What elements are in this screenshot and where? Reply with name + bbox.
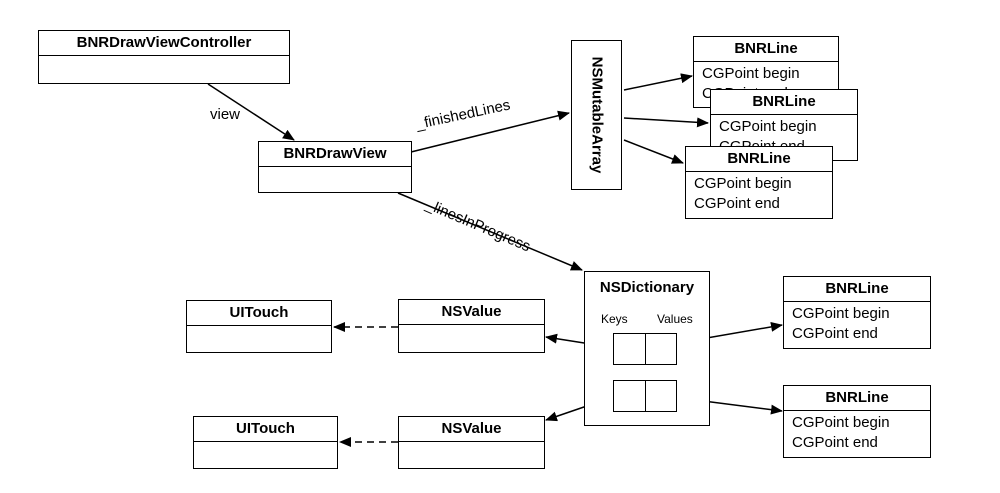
ns-value-title: NSValue xyxy=(399,300,544,325)
array-line-title: BNRLine xyxy=(686,147,832,172)
draw-view-box: BNRDrawView xyxy=(258,141,412,193)
dictionary-entry xyxy=(613,380,677,412)
ui-touch-title: UITouch xyxy=(194,417,337,442)
array-line-attr-begin: CGPoint begin xyxy=(694,175,792,192)
ns-value-box: NSValue xyxy=(398,416,545,469)
array-line-attr-begin: CGPoint begin xyxy=(719,118,817,135)
dict-line-attr-end: CGPoint end xyxy=(792,325,878,342)
view-arrow xyxy=(207,83,295,141)
array-line-attr-end: CGPoint end xyxy=(694,195,780,212)
ui-touch-title: UITouch xyxy=(187,301,331,326)
dictionary-entry xyxy=(613,333,677,365)
finished-lines-arrow xyxy=(410,110,570,153)
array-line-title: BNRLine xyxy=(711,90,857,115)
draw-view-controller-box: BNRDrawViewController xyxy=(38,30,290,84)
mutable-array-title: NSMutableArray xyxy=(588,56,605,174)
ui-touch-box: UITouch xyxy=(186,300,332,353)
draw-view-controller-title: BNRDrawViewController xyxy=(39,31,289,56)
view-edge-label: view xyxy=(210,106,241,123)
dictionary-values-label: Values xyxy=(657,312,693,326)
ns-value-title: NSValue xyxy=(399,417,544,442)
dict-line-title: BNRLine xyxy=(784,386,930,411)
dictionary-keys-label: Keys xyxy=(601,312,628,326)
dictionary-title: NSDictionary xyxy=(599,279,695,296)
array-line-arrow-1 xyxy=(623,73,693,91)
array-line-title: BNRLine xyxy=(694,37,838,62)
array-line-attr-begin: CGPoint begin xyxy=(702,65,800,82)
lines-in-progress-arrow xyxy=(397,192,583,271)
dict-line-attr-begin: CGPoint begin xyxy=(792,414,890,431)
array-line-box: BNRLine CGPoint begin CGPoint end xyxy=(685,146,833,219)
draw-view-title: BNRDrawView xyxy=(259,142,411,167)
dict-line-title: BNRLine xyxy=(784,277,930,302)
ns-value-box: NSValue xyxy=(398,299,545,353)
dict-line-attr-end: CGPoint end xyxy=(792,434,878,451)
ui-touch-box: UITouch xyxy=(193,416,338,469)
dict-line-box: BNRLine CGPoint begin CGPoint end xyxy=(783,385,931,458)
dictionary-box: NSDictionary Keys Values xyxy=(584,271,710,426)
dict-line-attr-begin: CGPoint begin xyxy=(792,305,890,322)
array-line-arrow-3 xyxy=(623,139,684,164)
dict-line-box: BNRLine CGPoint begin CGPoint end xyxy=(783,276,931,349)
mutable-array-box: NSMutableArray xyxy=(571,40,622,190)
array-line-arrow-2 xyxy=(623,117,709,128)
